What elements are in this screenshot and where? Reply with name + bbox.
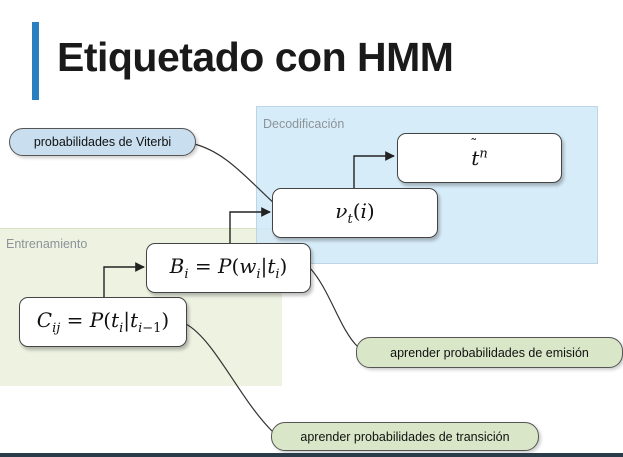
output-sequence-node: ˜tn [397, 133, 562, 183]
line-viterbi-label [189, 142, 277, 206]
transition-learning-label: aprender probabilidades de transición [271, 422, 539, 451]
footer-strip [0, 453, 623, 457]
arrow-viterbi-to-output [353, 151, 395, 188]
title-accent-bar [32, 22, 39, 100]
viterbi-node: νt(i) [272, 188, 438, 238]
transition-probability-node: Cij = P(ti|ti−1) [19, 297, 187, 347]
decoding-panel-label: Decodificación [263, 117, 345, 131]
arrow-transition-to-emission [103, 262, 145, 297]
line-transition-label [185, 323, 274, 433]
viterbi-probabilities-label: probabilidades de Viterbi [9, 128, 196, 156]
emission-formula: Bi = P(wi|ti) [169, 254, 288, 282]
output-formula: ˜tn [470, 137, 488, 170]
training-panel-label: Entrenamiento [6, 237, 88, 251]
viterbi-formula: νt(i) [335, 199, 375, 227]
line-emission-label [309, 267, 359, 348]
emission-learning-label: aprender probabilidades de emisión [356, 337, 623, 368]
page-title: Etiquetado con HMM [57, 34, 454, 80]
emission-probability-node: Bi = P(wi|ti) [146, 243, 311, 293]
transition-formula: Cij = P(ti|ti−1) [36, 308, 170, 336]
arrow-emission-to-viterbi [229, 207, 271, 243]
